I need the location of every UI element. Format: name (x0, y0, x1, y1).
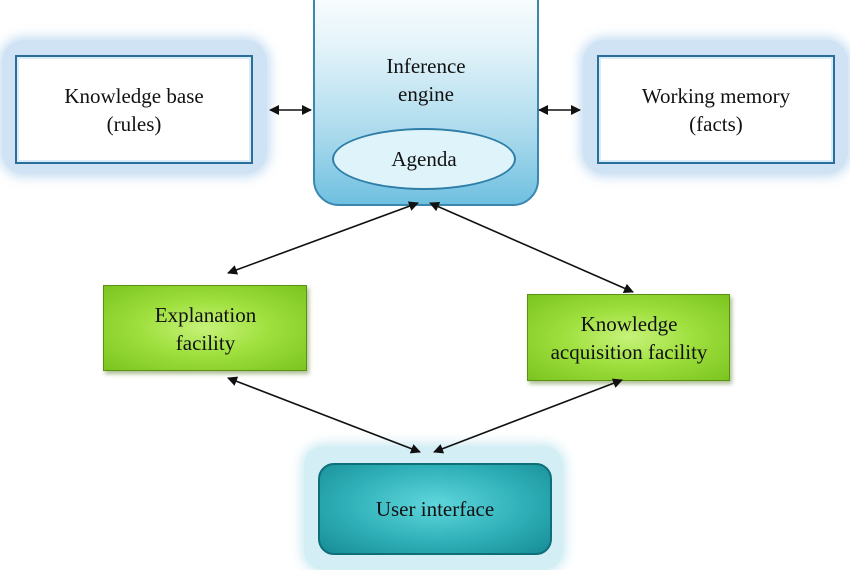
user-interface-box (318, 463, 552, 555)
inference-engine-label: Inference engine (386, 54, 466, 106)
arrow-acquisition-user-interface (433, 378, 623, 454)
knowledge-acquisition-box (527, 294, 730, 381)
user-interface-label: User interface (375, 497, 495, 521)
arrow-explanation-user-interface (227, 376, 421, 454)
knowledge-base-box (15, 55, 253, 164)
knowledge-base-label: Knowledge base (rules) (64, 83, 204, 136)
working-memory-box (597, 55, 835, 164)
knowledge-acquisition-label: Knowledge acquisition facility (550, 312, 708, 364)
explanation-facility-box (103, 285, 307, 371)
arrow-engine-explanation (227, 201, 419, 275)
arrow-engine-acquisition (429, 202, 634, 293)
working-memory-label: Working memory (facts) (641, 83, 791, 136)
explanation-facility-label: Explanation facility (154, 302, 257, 355)
agenda-label: Agenda (391, 147, 457, 171)
agenda-ellipse (332, 128, 516, 190)
